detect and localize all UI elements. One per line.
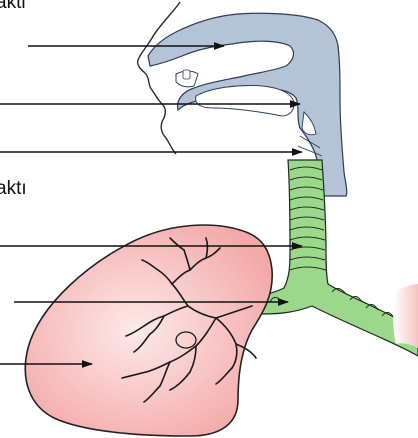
tooth — [183, 70, 190, 79]
chest-wall — [393, 284, 418, 348]
tongue — [196, 85, 294, 116]
face-profile — [138, 2, 180, 154]
lung — [25, 225, 272, 436]
